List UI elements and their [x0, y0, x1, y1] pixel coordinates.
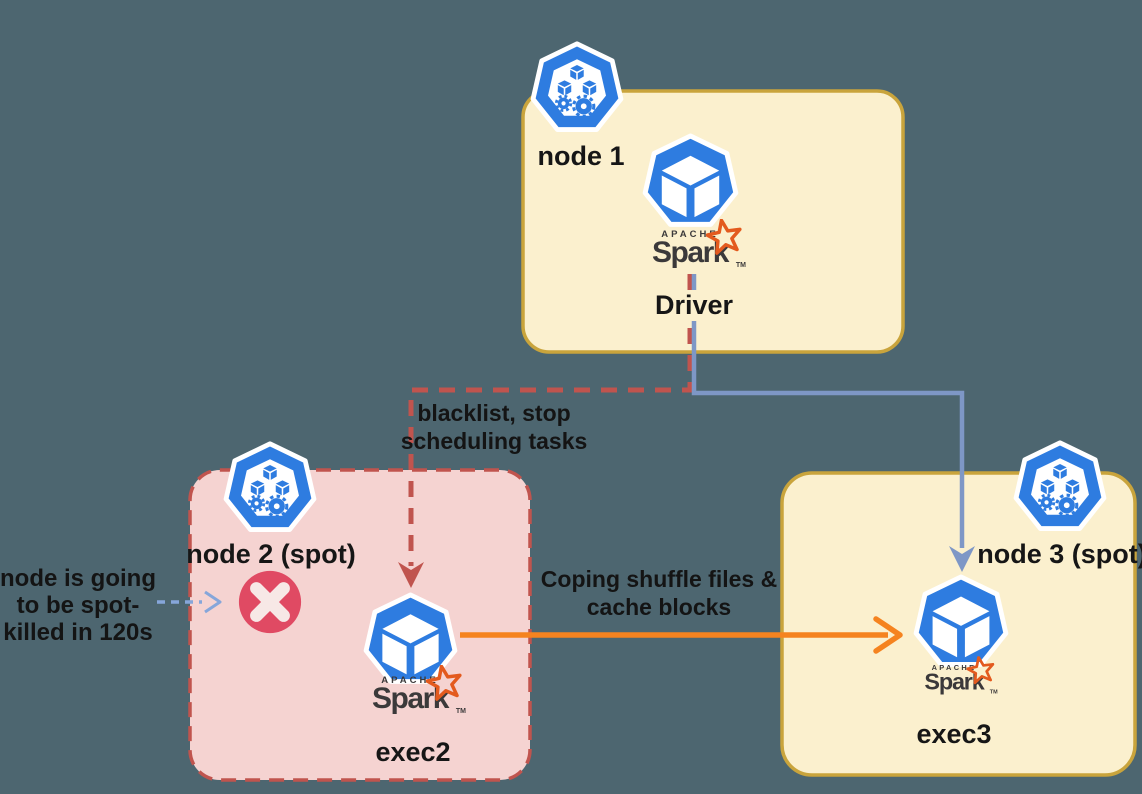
spark-logo-exec2: APACHE Spark TM — [350, 665, 470, 715]
spark-tm-text: TM — [989, 689, 998, 695]
driver-pod-icon — [641, 132, 740, 231]
shuffle-copy-arrowhead-icon — [873, 616, 903, 654]
shuffle-copy-annotation-line1: Coping shuffle files & — [540, 566, 778, 592]
spot-kill-annotation: node is going to be spot- killed in 120s — [0, 565, 156, 646]
node2-box — [188, 468, 532, 782]
blacklist-annotation-line2: scheduling tasks — [400, 428, 588, 454]
blacklist-annotation: blacklist, stop scheduling tasks — [401, 399, 588, 455]
spark-logo-exec3: APACHE Spark TM — [907, 656, 1001, 695]
kubernetes-node2-icon — [222, 440, 318, 536]
spark-apache-text: APACHE — [661, 229, 719, 240]
spot-kill-annotation-line1: node is going — [0, 565, 156, 592]
node3-label: node 3 (spot) — [977, 539, 1142, 569]
shuffle-copy-annotation: Coping shuffle files & cache blocks — [541, 565, 777, 621]
blacklist-arrowhead-icon — [398, 562, 424, 588]
spark-tm-text: TM — [735, 261, 746, 269]
spark-tm-text: TM — [455, 707, 466, 715]
spark-logo-driver: APACHE Spark TM — [630, 219, 750, 269]
driver-to-exec3-arrow — [691, 274, 965, 548]
spot-kill-annotation-line2: to be spot- — [16, 592, 140, 619]
spark-star-icon — [426, 665, 463, 702]
spark-star-icon — [966, 656, 996, 686]
spark-apache-text: APACHE — [381, 675, 439, 686]
kubernetes-node1-icon — [529, 40, 625, 136]
driver-label: Driver — [646, 290, 742, 321]
node2-label: node 2 (spot) — [186, 539, 356, 569]
exec3-label: exec3 — [916, 719, 992, 749]
exec2-label: exec2 — [375, 737, 451, 767]
error-x-icon — [238, 570, 302, 634]
spark-apache-text: APACHE — [931, 664, 977, 673]
node1-label: node 1 — [537, 141, 625, 171]
spot-kill-annotation-line3: killed in 120s — [3, 619, 153, 646]
driver-to-exec3-arrowhead-icon — [949, 546, 975, 572]
kubernetes-node3-icon — [1012, 439, 1108, 535]
spot-kill-arrowhead-icon — [204, 590, 222, 614]
blacklist-arrow — [408, 274, 693, 566]
shuffle-copy-annotation-line2: cache blocks — [586, 594, 732, 620]
spark-star-icon — [706, 219, 743, 256]
blacklist-annotation-line1: blacklist, stop — [417, 400, 571, 426]
